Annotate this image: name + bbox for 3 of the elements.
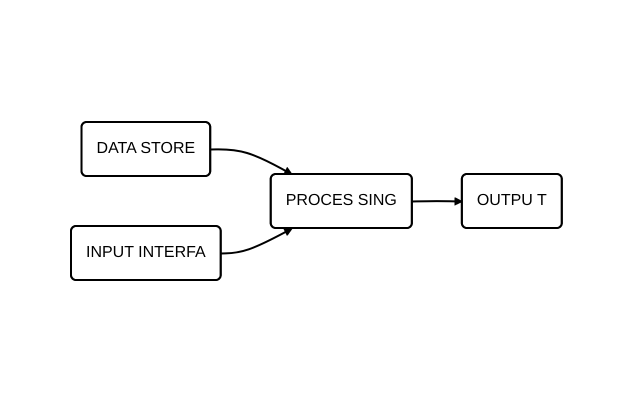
arrow bbox=[220, 228, 292, 254]
arrow bbox=[210, 148, 292, 175]
arrow bbox=[412, 196, 462, 206]
